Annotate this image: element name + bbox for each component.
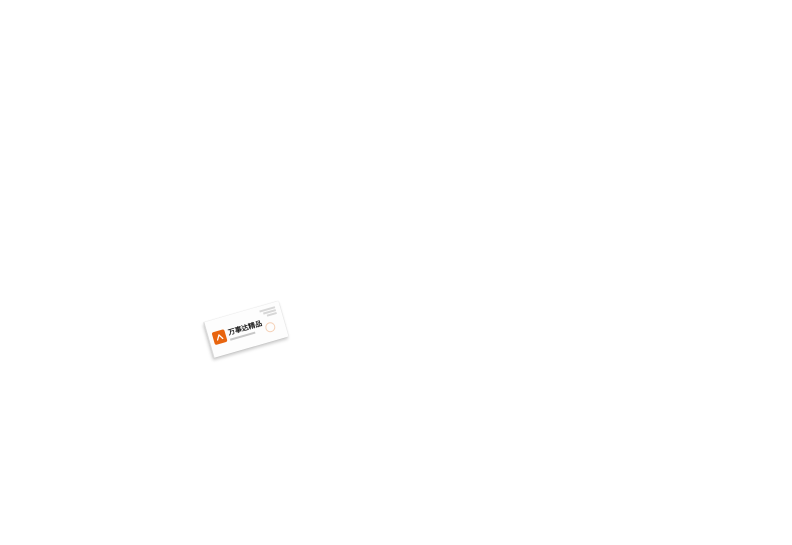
label-card: 万事达精品 bbox=[203, 300, 289, 359]
brand-logo-icon bbox=[211, 329, 228, 346]
fine-print-block bbox=[259, 306, 277, 318]
accent-arc-icon bbox=[264, 321, 277, 334]
logo-glyph-icon bbox=[216, 334, 224, 341]
brand-text-block: 万事达精品 bbox=[227, 319, 264, 341]
card-right-area bbox=[259, 305, 284, 339]
